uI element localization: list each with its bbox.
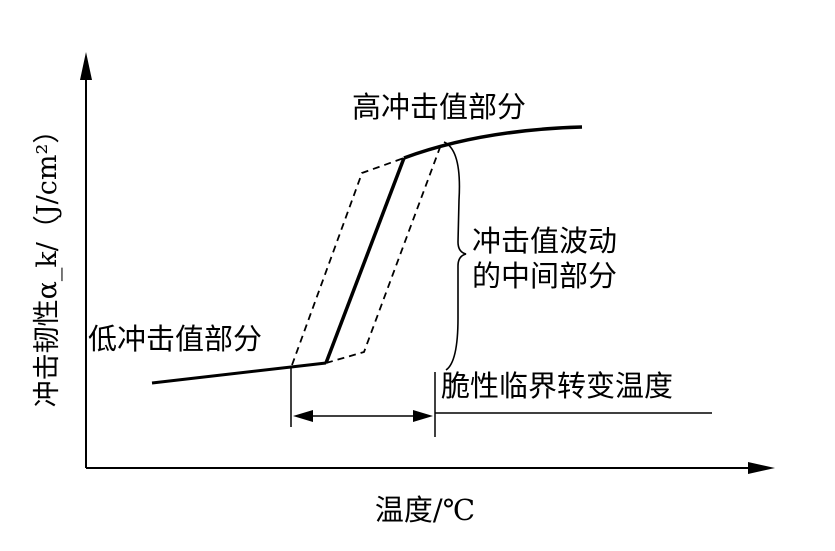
- x-axis: [86, 462, 775, 474]
- upper-shelf-curve: [403, 125, 583, 160]
- label-high-impact: 高冲击值部分: [352, 90, 526, 124]
- label-middle-line2: 的中间部分: [472, 259, 617, 293]
- x-axis-label: 温度/℃: [375, 493, 475, 527]
- low-shelf-curve: [151, 361, 327, 385]
- transition-range-arrow: [293, 410, 433, 422]
- scatter-band-left: [291, 157, 405, 366]
- arrow-right-icon: [413, 410, 433, 422]
- y-axis: [80, 52, 92, 468]
- x-axis-arrow-icon: [748, 462, 775, 474]
- middle-region-brace: [443, 141, 467, 371]
- transition-curve: [324, 157, 406, 364]
- y-axis-label: 冲击韧性α_k/（J/cm²）: [32, 117, 63, 408]
- label-low-impact: 低冲击值部分: [88, 322, 262, 356]
- y-axis-arrow-icon: [80, 52, 92, 80]
- arrow-left-icon: [293, 410, 313, 422]
- label-transition-temperature: 脆性临界转变温度: [441, 369, 673, 403]
- scatter-band-right: [325, 141, 443, 364]
- label-middle-line1: 冲击值波动: [472, 224, 617, 258]
